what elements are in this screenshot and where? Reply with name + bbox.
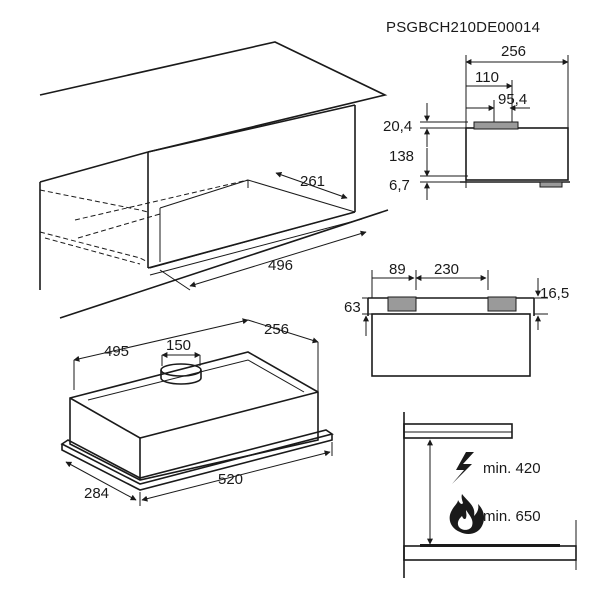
- electric-clearance-label: min. 650: [483, 508, 541, 525]
- iso-outlet-diameter-label: 150: [166, 337, 191, 354]
- side-view-drawing: 256 110 95,4 20,4 138 6,7: [383, 43, 570, 200]
- front-view-drawing: 89 230 63 16,5: [344, 261, 569, 377]
- iso-top-width-label: 495: [104, 343, 129, 360]
- cabinet-width-label: 496: [268, 257, 293, 274]
- side-lip-height-label: 6,7: [389, 177, 410, 194]
- iso-view-drawing: 495 256 150 284 520: [60, 318, 334, 506]
- cabinet-drawing: 261 496: [39, 41, 389, 319]
- flame-icon: [449, 494, 485, 534]
- side-depth-label: 256: [501, 43, 526, 60]
- iso-top-depth-label: 256: [264, 321, 289, 338]
- side-outlet-diameter-label: 95,4: [498, 91, 527, 108]
- front-center-gap-label: 230: [434, 261, 459, 278]
- front-outlet-height-label: 63: [344, 299, 361, 316]
- cabinet-depth-label: 261: [300, 173, 325, 190]
- side-body-height-label: 138: [389, 148, 414, 165]
- clearance-drawing: min. 420 min. 650: [403, 412, 577, 578]
- gas-clearance-label: min. 420: [483, 460, 541, 477]
- side-outlet-height-label: 20,4: [383, 118, 412, 135]
- side-offset-label: 110: [475, 69, 499, 86]
- iso-front-width-label: 520: [218, 471, 243, 488]
- front-left-gap-label: 89: [389, 261, 406, 278]
- lightning-icon: [452, 452, 474, 484]
- iso-side-depth-label: 284: [84, 485, 109, 502]
- product-code: PSGBCH210DE00014: [386, 19, 540, 36]
- front-flange-label: 16,5: [540, 285, 569, 302]
